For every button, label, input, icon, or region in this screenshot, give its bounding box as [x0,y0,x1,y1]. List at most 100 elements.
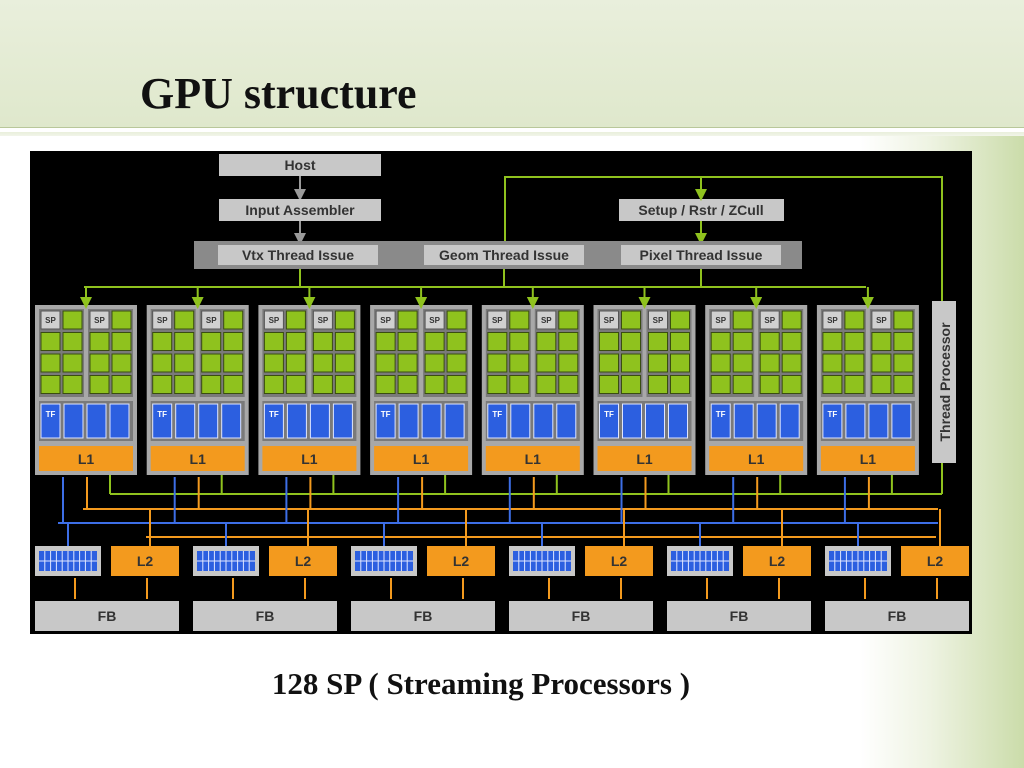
sp-core [312,353,333,373]
sp-label: SP [318,316,329,325]
l1-label: L1 [301,451,318,467]
texture-unit [891,403,912,439]
setup-label: Setup / Rstr / ZCull [638,202,763,218]
tf-unit [152,403,173,439]
sp-core [599,332,619,351]
l2-label: L2 [769,553,786,569]
sp-core [509,353,530,373]
sp-core [893,310,914,330]
sp-core [844,332,865,351]
sp-core [871,353,892,373]
sp-core [201,353,222,373]
sp-core [285,353,306,373]
sp-core [111,332,132,351]
sp-core [223,353,244,373]
sp-core [334,353,355,373]
sp-core [670,332,690,351]
l2-cache [111,546,179,576]
frame-buffer [509,601,653,631]
sp-core [446,332,467,351]
sp-core [111,375,132,394]
sp-core [558,310,579,330]
l1-label: L1 [413,451,430,467]
sp-core [397,310,418,330]
sp-label-cell [263,310,284,330]
sp-core [732,332,753,351]
sp-core [487,375,508,394]
l1-label: L1 [860,451,877,467]
fb-label: FB [256,608,275,624]
sp-core [89,332,110,351]
sp-label: SP [157,316,168,325]
sp-core [263,375,284,394]
sp-core [152,375,173,394]
l1-label: L1 [78,451,95,467]
texture-unit [309,403,330,439]
tf-unit [263,403,284,439]
texture-unit [556,403,577,439]
sp-core [89,375,110,394]
sp-label-cell [599,310,619,330]
l2-cache [269,546,337,576]
l2-cache [585,546,653,576]
thread-processor-label: Thread Processor [937,322,953,442]
pixel-thread-issue-box [621,245,781,265]
sp-core [670,353,690,373]
gpu-diagram: Host Input Assembler Setup / Rstr / ZCul… [30,151,972,634]
sp-core [732,375,753,394]
interconnect-group [58,287,942,599]
sp-core [424,332,445,351]
sp-core [670,375,690,394]
sp-label-cell [710,310,731,330]
tf-label: TF [604,410,614,419]
sp-core [710,375,731,394]
sp-core [599,375,619,394]
texture-unit [533,403,554,439]
sp-label-cell [536,310,557,330]
sp-label: SP [764,316,775,325]
sp-label: SP [827,316,838,325]
sp-core [487,353,508,373]
sp-core [40,353,61,373]
sp-core [375,375,396,394]
sp-core [558,375,579,394]
sp-core [111,353,132,373]
pixel-thread-issue-label: Pixel Thread Issue [640,247,763,263]
geom-thread-issue-box [424,245,584,265]
sp-core [599,353,619,373]
tf-unit [40,403,61,439]
texture-unit [286,403,307,439]
sp-core [89,353,110,373]
geom-thread-issue-label: Geom Thread Issue [439,247,569,263]
l1-label: L1 [190,451,207,467]
sp-core [621,353,641,373]
sp-core [223,332,244,351]
sp-core [621,310,641,330]
fb-label: FB [572,608,591,624]
sp-core [893,353,914,373]
sp-core [285,375,306,394]
l2-label: L2 [927,553,944,569]
sp-core [334,310,355,330]
sp-core [263,332,284,351]
slide-title: GPU structure [140,69,417,118]
sp-core [40,332,61,351]
host-label: Host [284,157,315,173]
sp-core [223,310,244,330]
sp-core [822,332,843,351]
l1-label: L1 [748,451,765,467]
sp-core [397,375,418,394]
l2-cache [427,546,495,576]
sp-label: SP [653,316,664,325]
l1-cache [709,446,804,471]
sp-core [759,375,780,394]
sp-core [375,332,396,351]
sp-label: SP [269,316,280,325]
tf-unit [375,403,396,439]
